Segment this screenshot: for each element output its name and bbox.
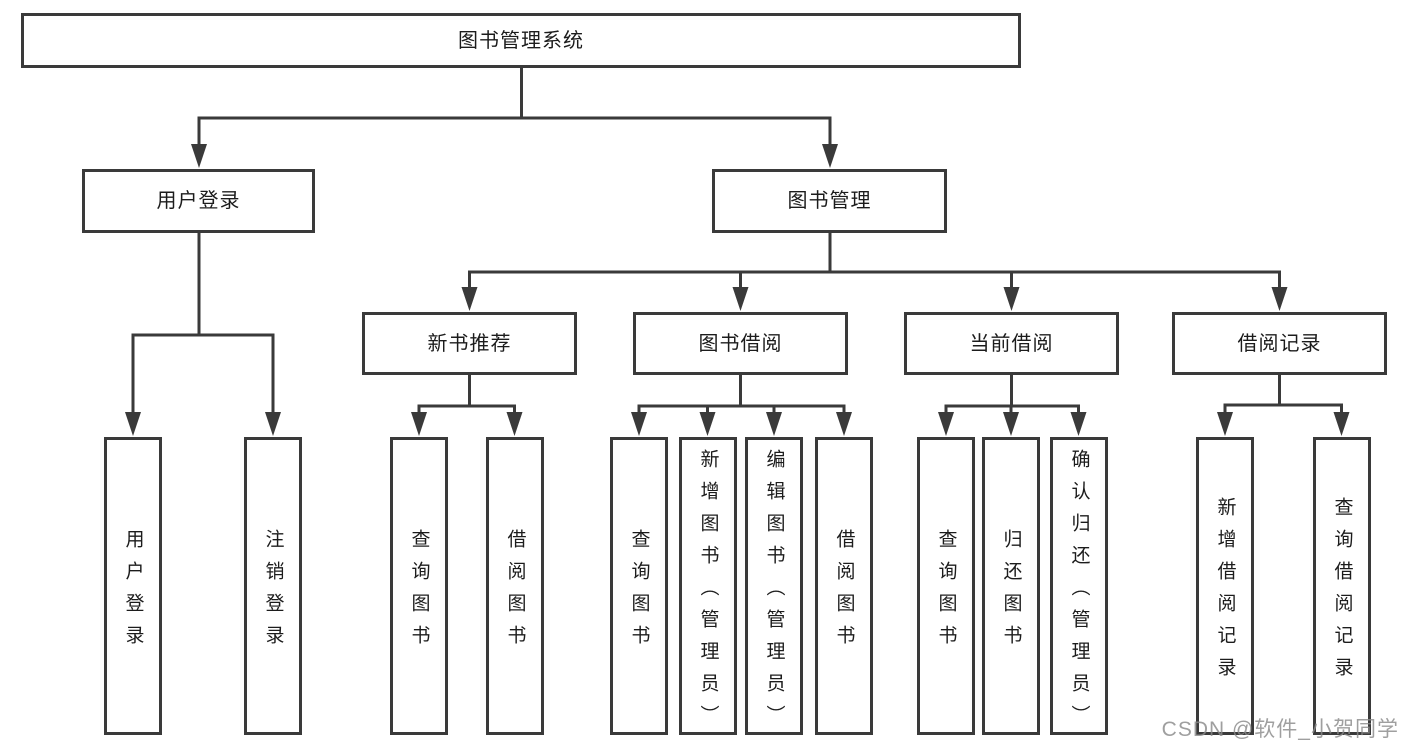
connector-book-borrow	[637, 375, 846, 420]
connector-book-management	[468, 233, 1281, 295]
leaf-add-book-admin: 新增图书（管理员）	[679, 437, 737, 737]
leaf-query-books-current: 查询图书	[917, 437, 975, 735]
node-new-book-recommend-label: 新书推荐	[427, 332, 512, 355]
leaf-query-borrow-record: 查询借阅记录	[1313, 437, 1371, 735]
leaf-query-books-recommend: 查询图书	[390, 437, 448, 735]
leaf-query-books-borrow: 查询图书	[610, 437, 668, 735]
leaf-add-borrow-record-label: 新增借阅记录	[1214, 496, 1236, 689]
node-library-system: 图书管理系统	[21, 13, 1021, 68]
watermark: CSDN @软件_小贺同学	[1161, 718, 1399, 741]
leaf-user-login: 用户登录	[104, 437, 162, 735]
leaf-confirm-return-admin-label: 确认归还（管理员）	[1068, 448, 1090, 737]
node-current-borrow: 当前借阅	[904, 312, 1119, 375]
node-borrow-records: 借阅记录	[1172, 312, 1387, 375]
node-book-borrow-label: 图书借阅	[698, 332, 783, 355]
leaf-query-books-borrow-label: 查询图书	[628, 528, 650, 657]
leaf-borrow-books-recommend-label: 借阅图书	[504, 528, 526, 657]
node-user-login-label: 用户登录	[156, 190, 241, 212]
connector-root	[197, 68, 832, 150]
node-borrow-records-label: 借阅记录	[1237, 332, 1322, 355]
node-library-system-label: 图书管理系统	[458, 29, 584, 52]
leaf-edit-book-admin-label: 编辑图书（管理员）	[763, 448, 785, 737]
node-user-login: 用户登录	[82, 169, 315, 233]
leaf-logout-label: 注销登录	[262, 528, 284, 657]
leaf-query-books-recommend-label: 查询图书	[408, 528, 430, 657]
leaf-add-borrow-record: 新增借阅记录	[1196, 437, 1254, 735]
leaf-query-borrow-record-label: 查询借阅记录	[1331, 496, 1353, 689]
connector-borrow-records	[1223, 375, 1343, 420]
leaf-borrow-books-recommend: 借阅图书	[486, 437, 544, 735]
connector-new-book	[417, 375, 516, 420]
node-book-management: 图书管理	[712, 169, 947, 233]
leaf-borrow-books-label: 借阅图书	[833, 528, 855, 657]
leaf-return-book-label: 归还图书	[1000, 528, 1022, 657]
leaf-user-login-label: 用户登录	[122, 528, 144, 657]
leaf-add-book-admin-label: 新增图书（管理员）	[697, 448, 719, 737]
leaf-query-books-current-label: 查询图书	[935, 528, 957, 657]
node-book-borrow: 图书借阅	[633, 312, 848, 375]
leaf-return-book: 归还图书	[982, 437, 1040, 735]
connector-user-login	[131, 233, 275, 420]
leaf-borrow-books: 借阅图书	[815, 437, 873, 735]
leaf-edit-book-admin: 编辑图书（管理员）	[745, 437, 803, 737]
arrowheads	[125, 144, 1350, 436]
node-new-book-recommend: 新书推荐	[362, 312, 577, 375]
leaf-logout: 注销登录	[244, 437, 302, 735]
node-current-borrow-label: 当前借阅	[969, 332, 1054, 355]
leaf-confirm-return-admin: 确认归还（管理员）	[1050, 437, 1108, 737]
node-book-management-label: 图书管理	[787, 190, 872, 212]
